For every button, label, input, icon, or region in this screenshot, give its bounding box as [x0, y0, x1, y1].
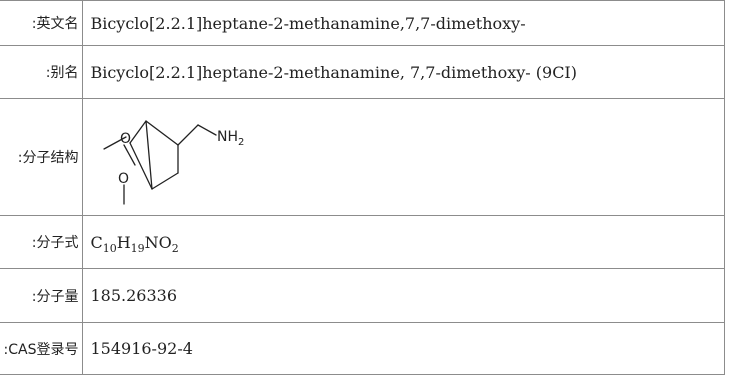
- molecule-structure-image: O O NH2: [103, 119, 245, 205]
- row-cas: CAS登录号: 154916-92-4: [0, 322, 725, 375]
- amine-nh: NH: [217, 129, 238, 145]
- formula-element: NO: [144, 232, 172, 252]
- bond: [145, 119, 154, 190]
- english-name-value: Bicyclo[2.2.1]heptane-2-methanamine,7,7-…: [82, 0, 725, 46]
- bond: [177, 123, 200, 146]
- formula-subscript: 2: [171, 241, 179, 255]
- amine-label: NH2: [217, 129, 244, 148]
- formula-label: 分子式:: [0, 215, 84, 269]
- alias-value: Bicyclo[2.2.1]heptane-2-methanamine, 7,7…: [82, 45, 725, 99]
- bond: [151, 171, 180, 190]
- structure-cell: O O NH2: [82, 98, 725, 216]
- formula-subscript: 10: [102, 241, 117, 255]
- alias-label: 别名:: [0, 45, 84, 99]
- formula-element: C: [90, 232, 103, 252]
- cas-label: CAS登录号:: [0, 322, 84, 375]
- cas-value: 154916-92-4: [82, 322, 725, 375]
- oxygen-bottom-atom: O: [118, 171, 129, 187]
- formula-subscript: 19: [130, 241, 145, 255]
- formula-element: H: [116, 232, 131, 252]
- bond: [103, 135, 128, 150]
- row-weight: 分子量: 185.26336: [0, 268, 725, 323]
- structure-label: 分子结构:: [0, 98, 84, 216]
- oxygen-top-atom: O: [120, 131, 131, 147]
- amine-subscript: 2: [238, 137, 244, 148]
- weight-label: 分子量:: [0, 268, 84, 323]
- bond: [129, 119, 148, 144]
- bond: [145, 119, 180, 146]
- bond: [129, 141, 154, 190]
- row-structure: 分子结构: O: [0, 98, 725, 216]
- english-name-label: 英文名:: [0, 0, 84, 46]
- bond: [197, 123, 218, 136]
- row-formula: 分子式: C10H19NO2: [0, 215, 725, 269]
- bond: [123, 143, 137, 166]
- row-alias: 别名: Bicyclo[2.2.1]heptane-2-methanamine,…: [0, 45, 725, 99]
- weight-value: 185.26336: [82, 268, 725, 323]
- row-english-name: 英文名: Bicyclo[2.2.1]heptane-2-methanamine…: [0, 0, 725, 46]
- formula-value: C10H19NO2: [82, 215, 725, 269]
